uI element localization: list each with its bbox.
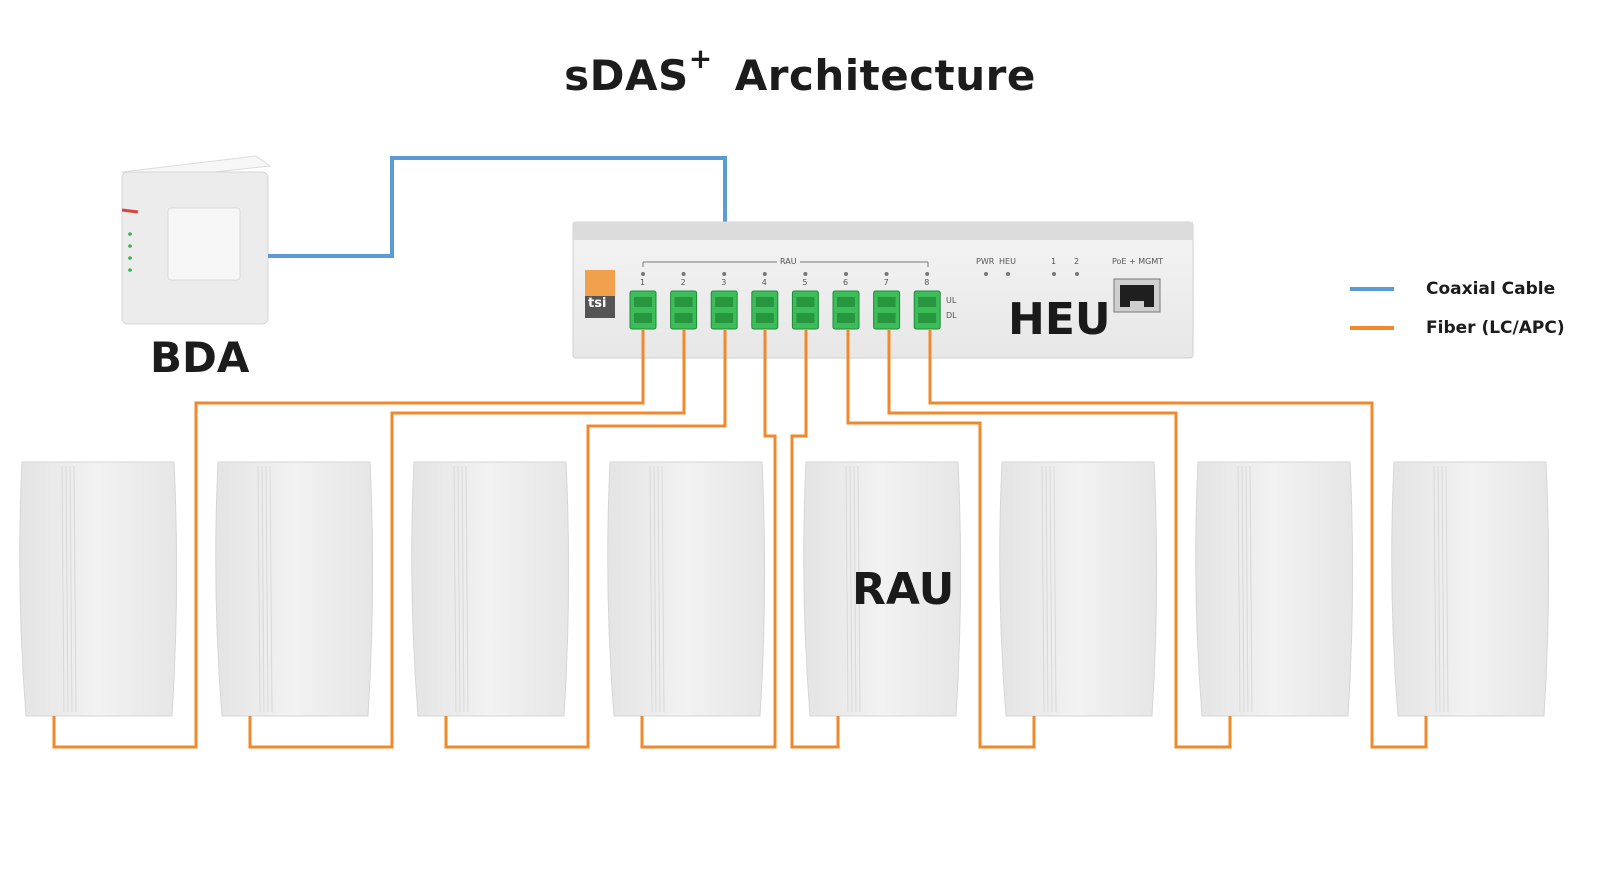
rau-unit-7 bbox=[1195, 461, 1354, 717]
heu-port-1[interactable] bbox=[629, 272, 657, 330]
rau-unit-8 bbox=[1391, 461, 1550, 717]
page-title: sDAS+ Architecture bbox=[0, 42, 1600, 100]
bda-label: BDA bbox=[150, 333, 250, 382]
title-main: sDAS bbox=[564, 51, 689, 100]
heu-port-4[interactable] bbox=[751, 272, 779, 330]
legend-fiber-label: Fiber (LC/APC) bbox=[1426, 318, 1565, 338]
heu-sfp-label-1: 1 bbox=[1051, 257, 1057, 266]
fiber-cable-3 bbox=[444, 330, 727, 749]
legend-coax-label: Coaxial Cable bbox=[1426, 279, 1556, 299]
fiber-cable-6 bbox=[846, 330, 1036, 749]
heu-port-label-6: 6 bbox=[843, 278, 849, 287]
heu-port-7[interactable] bbox=[873, 272, 901, 330]
rau-unit-6 bbox=[999, 461, 1158, 717]
heu-label: HEU bbox=[1008, 294, 1111, 345]
heu-port-2[interactable] bbox=[670, 272, 698, 330]
rau-label: RAU bbox=[852, 564, 955, 615]
fiber-cable-8 bbox=[928, 330, 1428, 749]
heu-port-8[interactable] bbox=[913, 272, 941, 330]
rau-unit-3 bbox=[411, 461, 570, 717]
heu-logo-text: tsi bbox=[588, 296, 607, 311]
title-rest: Architecture bbox=[734, 51, 1036, 100]
heu-ul-label: UL bbox=[946, 296, 957, 305]
heu-port-label-4: 4 bbox=[761, 278, 767, 287]
heu-poe-label: PoE + MGMT bbox=[1112, 257, 1164, 266]
rau-unit-5 bbox=[803, 461, 962, 717]
rau-units bbox=[19, 461, 1550, 717]
heu-dl-label: DL bbox=[946, 311, 957, 320]
rau-unit-1 bbox=[19, 461, 178, 717]
title-superscript: + bbox=[688, 42, 713, 75]
coaxial-cable-line bbox=[268, 156, 727, 258]
rau-unit-2 bbox=[215, 461, 374, 717]
heu-rau-ports bbox=[629, 272, 941, 330]
fiber-cable-5 bbox=[790, 330, 840, 749]
bda-device bbox=[120, 155, 272, 325]
heu-port-label-1: 1 bbox=[640, 278, 646, 287]
heu-port-5[interactable] bbox=[791, 272, 819, 330]
fiber-cables bbox=[52, 330, 1428, 749]
fiber-cable-1 bbox=[52, 330, 645, 749]
heu-heu-led-label: HEU bbox=[999, 257, 1016, 266]
heu-port-label-2: 2 bbox=[680, 278, 686, 287]
heu-pwr-label: PWR bbox=[976, 257, 995, 266]
heu-port-label-8: 8 bbox=[924, 278, 930, 287]
fiber-cable-7 bbox=[887, 330, 1232, 749]
heu-port-label-3: 3 bbox=[721, 278, 727, 287]
heu-device bbox=[572, 221, 1194, 359]
tsi-logo bbox=[585, 270, 615, 318]
fiber-cable-2 bbox=[248, 330, 686, 749]
poe-mgmt-port[interactable] bbox=[1113, 278, 1161, 313]
heu-rau-group-label: RAU bbox=[777, 257, 800, 266]
heu-port-label-7: 7 bbox=[883, 278, 889, 287]
heu-port-6[interactable] bbox=[832, 272, 860, 330]
heu-sfp-label-2: 2 bbox=[1074, 257, 1080, 266]
heu-port-3[interactable] bbox=[710, 272, 738, 330]
fiber-cable-4 bbox=[640, 330, 777, 749]
rau-unit-4 bbox=[607, 461, 766, 717]
heu-port-label-5: 5 bbox=[802, 278, 808, 287]
